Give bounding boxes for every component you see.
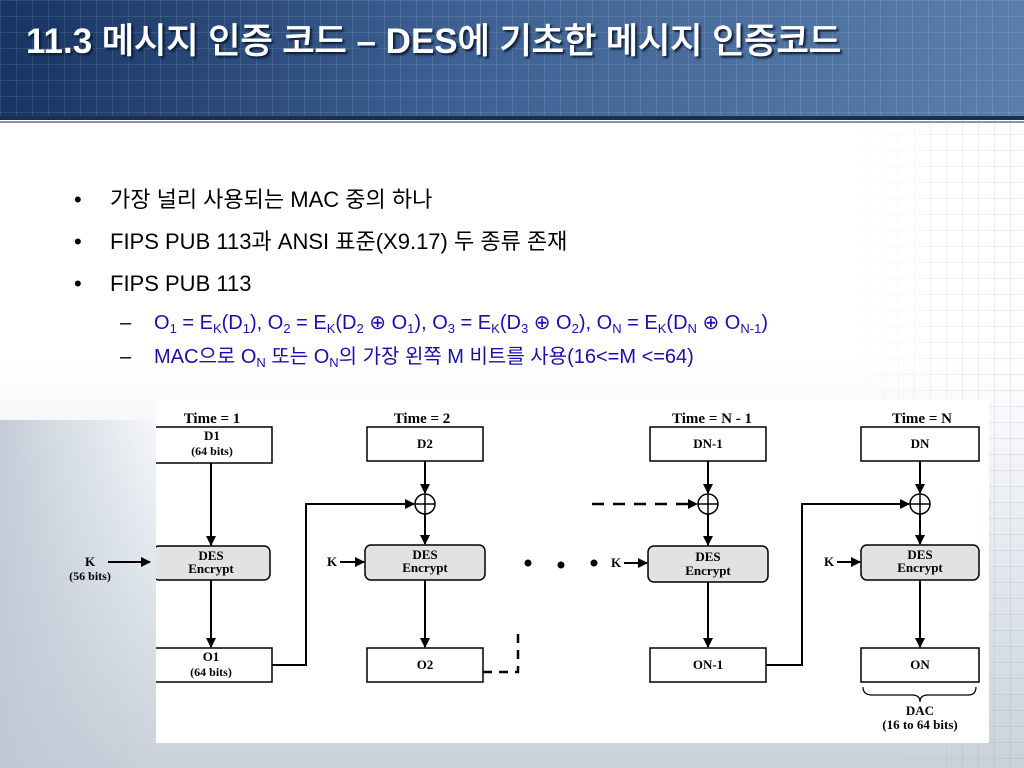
bullet-dot: •	[74, 229, 82, 254]
dac-brace	[862, 686, 977, 703]
encrypt-label: Encrypt	[685, 563, 731, 578]
output-label-2: O2	[417, 657, 434, 672]
encrypt-label: Encrypt	[897, 560, 943, 575]
bullet-item: • 가장 널리 사용되는 MAC 중의 하나	[68, 182, 968, 224]
key-label-1: K	[85, 554, 96, 569]
output-box-2	[366, 647, 484, 683]
bullet-text: FIPS PUB 113	[110, 271, 252, 296]
bullet-text: 가장 널리 사용되는 MAC 중의 하나	[110, 187, 433, 212]
time-label-2: Time = 2	[394, 411, 451, 427]
encrypt-label: DES	[695, 549, 720, 564]
chain-arrow	[766, 499, 910, 666]
encrypt-label: DES	[198, 548, 223, 563]
dac-label: DAC	[906, 703, 934, 718]
encrypt-label: DES	[907, 547, 932, 562]
key-label-n-1: K	[611, 555, 622, 570]
chain-dashed	[483, 630, 520, 674]
ellipsis-dot	[557, 561, 565, 569]
ellipsis-dot	[590, 559, 598, 567]
bullet-dot: •	[74, 271, 82, 296]
key-sub-1: (56 bits)	[69, 569, 111, 583]
slide-header: 11.3 메시지 인증 코드 – DES에 기초한 메시지 인증코드	[0, 0, 1024, 116]
output-sub-1: (64 bits)	[190, 665, 232, 679]
time-label-n: Time = N	[892, 411, 952, 427]
dac-sub-label: (16 to 64 bits)	[882, 717, 957, 732]
key-label-n: K	[824, 554, 835, 569]
input-label-1: D1	[204, 428, 220, 443]
input-box-n	[860, 426, 980, 462]
subbullet-dash: –	[120, 346, 132, 368]
bullet-dot: •	[74, 187, 82, 212]
output-label-1: O1	[203, 649, 220, 664]
encrypt-label: DES	[412, 547, 437, 562]
background-glow	[0, 420, 160, 768]
input-sub-1: (64 bits)	[191, 444, 233, 458]
encrypt-label: Encrypt	[402, 560, 448, 575]
dac-diagram: Time = 1 D1 (64 bits) DES Encrypt O1 (64…	[156, 400, 989, 743]
input-label-2: D2	[417, 436, 433, 451]
subbullet-dash: –	[120, 312, 132, 334]
input-box-1	[156, 426, 273, 464]
bullet-item: • FIPS PUB 113과 ANSI 표준(X9.17) 두 종류 존재	[68, 224, 968, 266]
input-label-n: DN	[911, 436, 930, 451]
output-label-n: ON	[910, 657, 930, 672]
dac-diagram-svg: Time = 1 D1 (64 bits) DES Encrypt O1 (64…	[156, 411, 980, 732]
output-label-n-1: ON-1	[693, 657, 723, 672]
input-label-n-1: DN-1	[693, 436, 723, 451]
output-box-n	[860, 647, 980, 683]
encrypt-label: Encrypt	[188, 561, 234, 576]
time-label-1: Time = 1	[184, 411, 241, 427]
ellipsis-dot	[524, 559, 532, 567]
subbullet-formula: – O1 = EK(D1), O2 = EK(D2 ⊕ O1), O3 = EK…	[68, 308, 968, 342]
chain-arrow	[272, 499, 415, 666]
header-divider	[0, 116, 1024, 120]
subbullet-mac: – MAC으로 ON 또는 ON의 가장 왼쪽 M 비트를 사용(16<=M <…	[68, 342, 968, 376]
bullet-text: FIPS PUB 113과 ANSI 표준(X9.17) 두 종류 존재	[110, 229, 568, 254]
bullet-item: • FIPS PUB 113	[68, 266, 968, 308]
key-label-2: K	[327, 554, 338, 569]
bullet-list: • 가장 널리 사용되는 MAC 중의 하나 • FIPS PUB 113과 A…	[68, 182, 968, 376]
key-input-1: K (56 bits)	[69, 554, 151, 583]
time-label-n-1: Time = N - 1	[672, 411, 752, 427]
header-divider-light	[0, 121, 1024, 123]
slide-title: 11.3 메시지 인증 코드 – DES에 기초한 메시지 인증코드	[26, 22, 842, 61]
